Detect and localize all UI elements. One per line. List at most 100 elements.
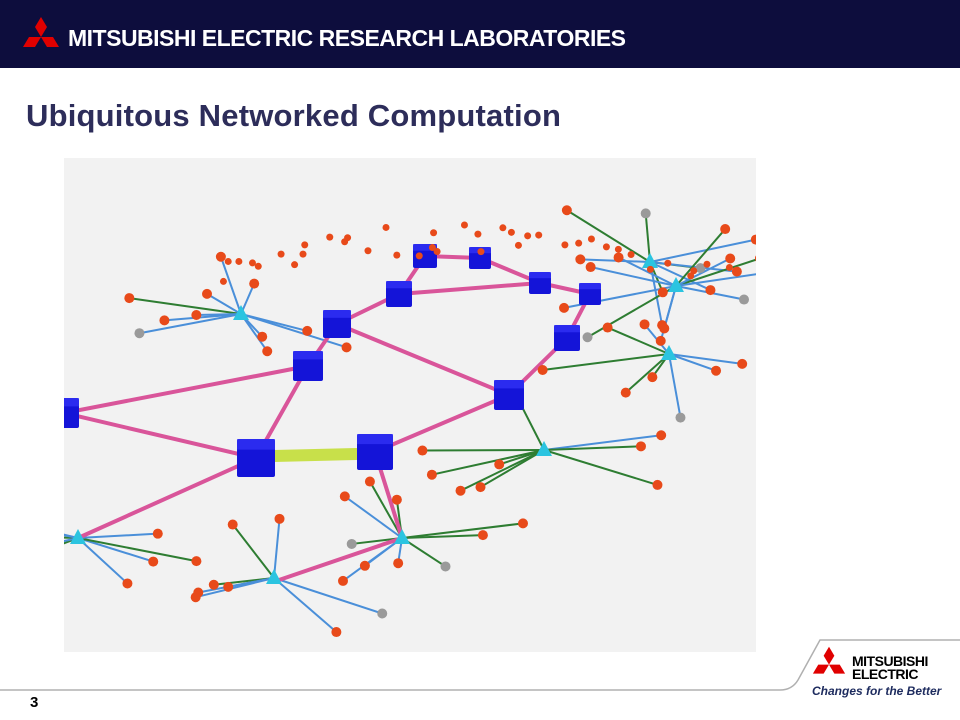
leaf-node [635, 441, 646, 452]
leaf-node [337, 575, 348, 586]
leaf-node [575, 255, 583, 263]
leaf-node [302, 325, 313, 336]
leaf-node [614, 245, 622, 253]
hub-node-highlight [579, 283, 601, 290]
leaf-node [393, 558, 404, 569]
leaf-node [235, 257, 243, 265]
leaf-node [705, 285, 716, 296]
leaf-node [433, 248, 441, 256]
spoke-link [566, 209, 651, 263]
leaf-node [639, 319, 650, 330]
spoke-link [460, 449, 545, 492]
spoke-link [625, 353, 670, 394]
spoke-link [543, 445, 642, 451]
leaf-node [415, 252, 423, 260]
leaf-node [656, 430, 667, 441]
leaf-node [455, 485, 466, 496]
trunk-link [268, 448, 362, 462]
leaf-node [613, 252, 624, 263]
leaf-node [687, 272, 695, 280]
router-node [642, 253, 658, 268]
spoke-link [219, 256, 242, 315]
leaf-node [159, 315, 170, 326]
leaf-node [331, 627, 342, 638]
leaf-node [754, 255, 756, 262]
spoke-link [273, 577, 383, 615]
spoke-link [77, 537, 154, 563]
leaf-node [391, 494, 402, 505]
leaf-node [248, 259, 256, 267]
leaf-node [341, 238, 349, 246]
core-link [335, 322, 511, 397]
hub-node-highlight [554, 325, 580, 333]
leaf-node [587, 235, 595, 243]
spoke-link [668, 353, 717, 372]
leaf-node [223, 581, 234, 592]
spoke-link [231, 523, 275, 579]
spoke-link [344, 495, 403, 539]
leaf-node [602, 322, 613, 333]
router-node [668, 277, 684, 292]
spoke-link [590, 266, 677, 287]
leaf-node [134, 328, 145, 339]
core-link [76, 456, 258, 540]
leaf-node [219, 277, 227, 285]
leaf-node [559, 302, 570, 313]
leaf-node [750, 234, 756, 245]
leaf-node [575, 239, 583, 247]
leaf-node [224, 257, 232, 265]
slide-title: Ubiquitous Networked Computation [26, 98, 562, 133]
leaf-node [664, 259, 672, 267]
spoke-link [422, 449, 545, 452]
core-link [64, 364, 310, 415]
leaf-node [475, 482, 486, 493]
leaf-node [430, 229, 438, 237]
leaf-node [274, 513, 285, 524]
spoke-link [77, 532, 158, 539]
leaf-node [191, 556, 202, 567]
leaf-node [725, 253, 736, 264]
leaf-node [346, 538, 357, 549]
leaf-node [655, 335, 666, 346]
hub-node-highlight [64, 398, 79, 407]
spoke-link [401, 534, 483, 539]
brand-tagline: Changes for the Better [812, 684, 942, 698]
leaf-node [535, 231, 543, 239]
spoke-link [198, 577, 275, 594]
leaf-node [494, 459, 505, 470]
core-link [373, 393, 511, 454]
spoke-link [668, 353, 743, 365]
leaf-node [514, 241, 522, 249]
page-number: 3 [30, 694, 39, 711]
leaf-node [602, 243, 610, 251]
hub-node-highlight [494, 380, 524, 389]
leaf-node [582, 332, 593, 343]
leaf-node [647, 372, 658, 383]
spoke-link [129, 297, 242, 315]
leaf-node [675, 412, 686, 423]
leaf-node [725, 264, 733, 272]
leaf-node [720, 224, 731, 235]
spoke-link [64, 537, 79, 545]
leaf-node [517, 518, 528, 529]
leaf-node [690, 267, 698, 275]
spoke-link [649, 261, 664, 326]
brand-name-line2: ELECTRIC [852, 666, 919, 682]
spoke-link [64, 536, 79, 539]
leaf-node [208, 579, 219, 590]
leaf-node [620, 387, 631, 398]
leaf-node [257, 331, 268, 342]
leaf-node [739, 294, 750, 305]
leaf-node [659, 323, 670, 334]
spoke-link [675, 273, 756, 287]
leaf-node [299, 250, 307, 258]
spoke-link [607, 326, 670, 355]
hub-node-highlight [237, 439, 275, 450]
leaf-node [326, 233, 334, 241]
spoke-link [431, 449, 545, 476]
leaf-node [640, 208, 651, 219]
spoke-link [240, 283, 256, 315]
leaf-node [585, 262, 596, 273]
router-node [70, 529, 86, 544]
leaf-node [474, 230, 482, 238]
